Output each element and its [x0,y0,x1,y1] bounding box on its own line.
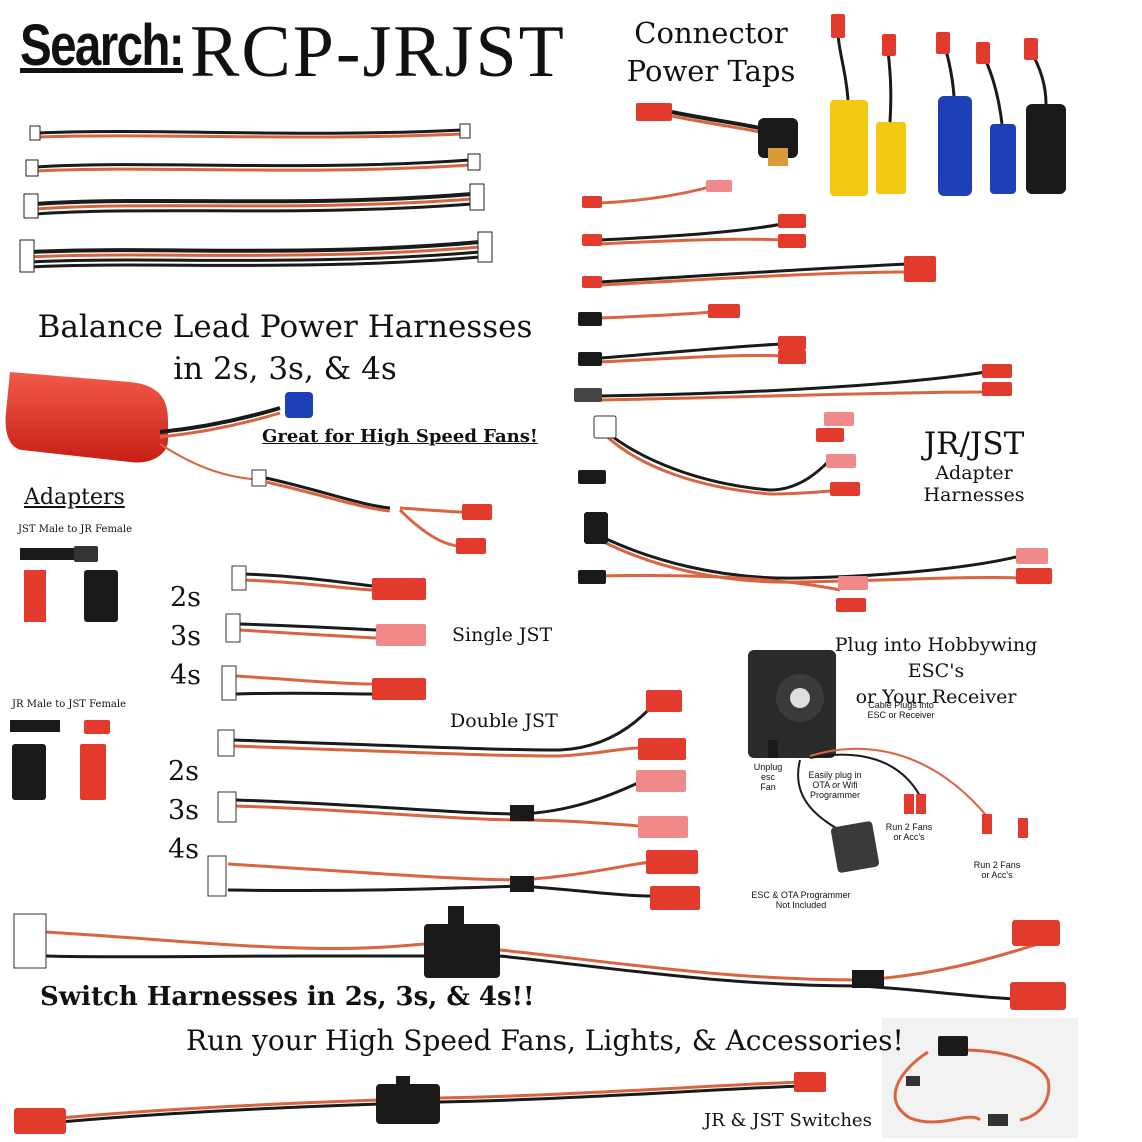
double-jst-label: Double JST [450,710,558,732]
diag-run-fans-1: Run 2 Fans or Acc's [885,822,933,842]
single-cell-counts: 2s 3s 4s [170,582,202,691]
esc-diagram [748,650,1028,873]
diag-easily-plug: Easily plug in OTA or Wifi Programmer [808,770,862,800]
jr-male-jst-female-label: JR Male to JST Female [12,699,127,710]
run-fans-heading: Run your High Speed Fans, Lights, & Acce… [186,1024,904,1057]
diag-unplug-fan: Unplug esc Fan [753,762,783,792]
switch-harness-parts [13,906,1066,1010]
diag-cable-plugs: Cable Plugs into ESC or Receiver [867,700,935,720]
hobbywing-heading: Plug into Hobbywing ESC's or Your Receiv… [834,634,1038,708]
switch-harness-large [43,930,1051,1002]
power-tap-adapters [830,14,1066,196]
switch-harness-small [59,1080,801,1124]
double-jst-harnesses [227,704,654,898]
jr-jst-switches-label: JR & JST Switches [704,1110,872,1131]
search-label: Search: [20,13,185,78]
search-term: RCP-JRJST [190,11,566,93]
single-jst-connectors [221,565,426,701]
balance-lead-heading: Balance Lead Power Harnesses in 2s, 3s, … [37,309,533,387]
diag-not-included: ESC & OTA Programmer Not Included [751,890,851,910]
jst-plug-bottom [14,1108,66,1134]
double-jst-connectors [207,690,700,910]
adapters-heading: Adapters [24,485,125,510]
switch-harnesses-heading: Switch Harnesses in 2s, 3s, & 4s!! [40,982,535,1012]
adapter-photos [10,546,118,800]
single-jst-label: Single JST [452,624,553,646]
jr-jst-connectors [582,180,1052,612]
switch-bottom [376,1084,440,1124]
jr-servo-plugs [574,312,617,584]
diag-run-fans-2: Run 2 Fans or Acc's [973,860,1021,880]
battery-pack [5,372,492,554]
single-jst-leads [235,572,377,696]
connector-power-taps-heading: Connector Power Taps [626,16,796,88]
double-cell-counts: 2s 3s 4s [168,756,200,865]
jr-jst-switch-photo [882,1018,1078,1138]
jr-jst-heading: JR/JST Adapter Harnesses [923,426,1025,506]
jr-jst-harnesses [599,182,1021,592]
power-tap-t-plug [636,103,798,166]
great-for-fans-label: Great for High Speed Fans! [262,426,538,447]
jst-male-jr-female-label: JST Male to JR Female [18,524,133,535]
balance-lead-cables [28,128,482,269]
